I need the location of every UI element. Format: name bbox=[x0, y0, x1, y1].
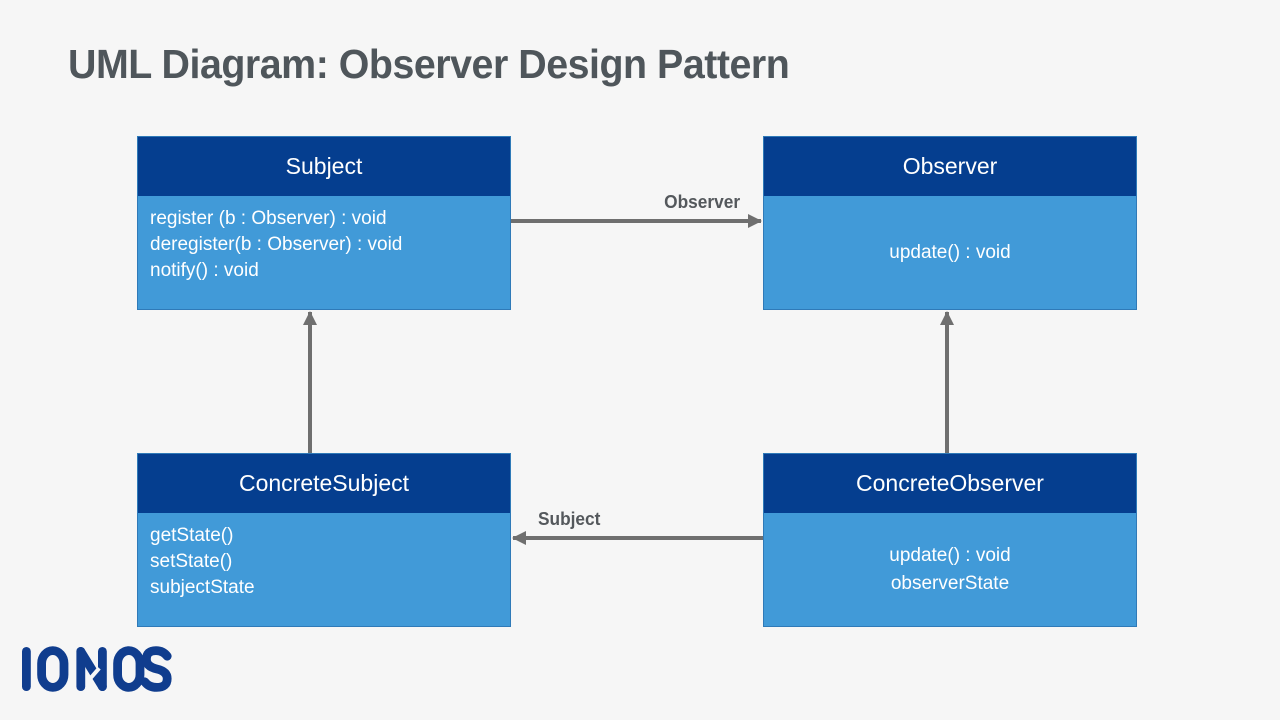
uml-class-observer-members: update() : void bbox=[764, 196, 1136, 309]
logo-letter-o2 bbox=[113, 646, 145, 692]
ionos-logo: IONOS bbox=[22, 646, 172, 692]
member-line: getState() bbox=[150, 525, 234, 546]
member-line: observerState bbox=[890, 572, 1010, 594]
logo-n-slash bbox=[87, 666, 101, 682]
uml-class-observer-title: Observer bbox=[764, 137, 1136, 196]
uml-class-subject: Subject register (b : Observer) : void d… bbox=[137, 136, 511, 310]
logo-letter-s bbox=[140, 646, 172, 692]
member-line: setState() bbox=[150, 551, 233, 572]
member-line: update() : void bbox=[889, 544, 1011, 566]
uml-class-concrete-subject-title: ConcreteSubject bbox=[138, 454, 510, 513]
member-line: update() : void bbox=[889, 241, 1011, 263]
member-line: notify() : void bbox=[150, 260, 259, 281]
member-line: deregister(b : Observer) : void bbox=[150, 234, 403, 255]
uml-class-observer: Observer update() : void bbox=[763, 136, 1137, 310]
arrow-label-observer: Observer bbox=[664, 192, 740, 212]
uml-class-subject-title: Subject bbox=[138, 137, 510, 196]
uml-class-concrete-observer-members: update() : void observerState bbox=[764, 513, 1136, 626]
member-line: register (b : Observer) : void bbox=[150, 208, 387, 229]
uml-class-subject-members: register (b : Observer) : void deregiste… bbox=[138, 196, 510, 309]
uml-class-concrete-observer: ConcreteObserver update() : void observe… bbox=[763, 453, 1137, 627]
uml-class-concrete-observer-title: ConcreteObserver bbox=[764, 454, 1136, 513]
uml-class-concrete-subject: ConcreteSubject getState() setState() su… bbox=[137, 453, 511, 627]
member-line: subjectState bbox=[150, 577, 255, 598]
uml-class-concrete-subject-members: getState() setState() subjectState bbox=[138, 513, 510, 626]
arrow-label-subject: Subject bbox=[538, 509, 601, 529]
logo-letter-o1 bbox=[37, 646, 69, 692]
page-title: UML Diagram: Observer Design Pattern bbox=[68, 41, 790, 88]
